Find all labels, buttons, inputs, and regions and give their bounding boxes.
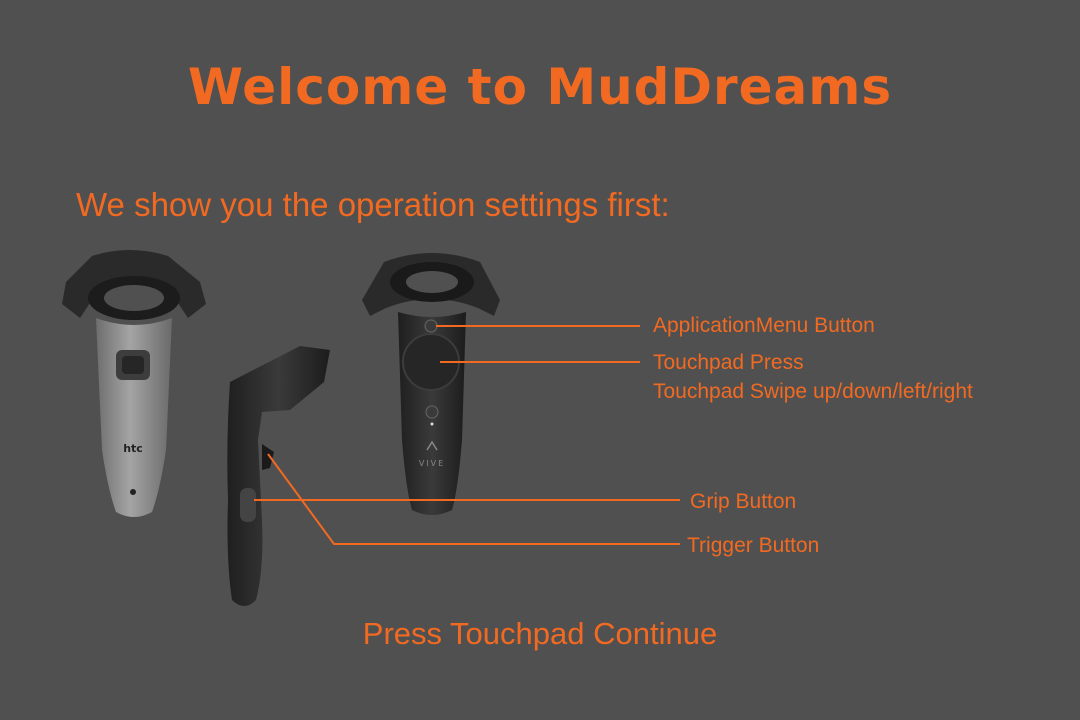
vive-controller-side-icon (227, 346, 330, 606)
application-menu-label: ApplicationMenu Button (653, 314, 875, 337)
callout-lines (254, 325, 680, 545)
trigger-callout-line (267, 453, 680, 545)
vive-logo: VIVE (419, 459, 445, 468)
grip-button-label: Grip Button (690, 490, 797, 513)
touchpad-swipe-label: Touchpad Swipe up/down/left/right (653, 380, 973, 403)
continue-prompt: Press Touchpad Continue (362, 616, 718, 651)
vive-controller-front-icon: VIVE (362, 253, 500, 515)
trigger-button-label: Trigger Button (687, 534, 820, 557)
touchpad-press-label: Touchpad Press (653, 351, 804, 374)
vive-controller-back-icon: htc (62, 250, 206, 517)
page-title: Welcome to MudDreams (187, 58, 893, 116)
instructions-subtitle: We show you the operation settings first… (76, 186, 670, 223)
htc-logo: htc (123, 442, 143, 455)
